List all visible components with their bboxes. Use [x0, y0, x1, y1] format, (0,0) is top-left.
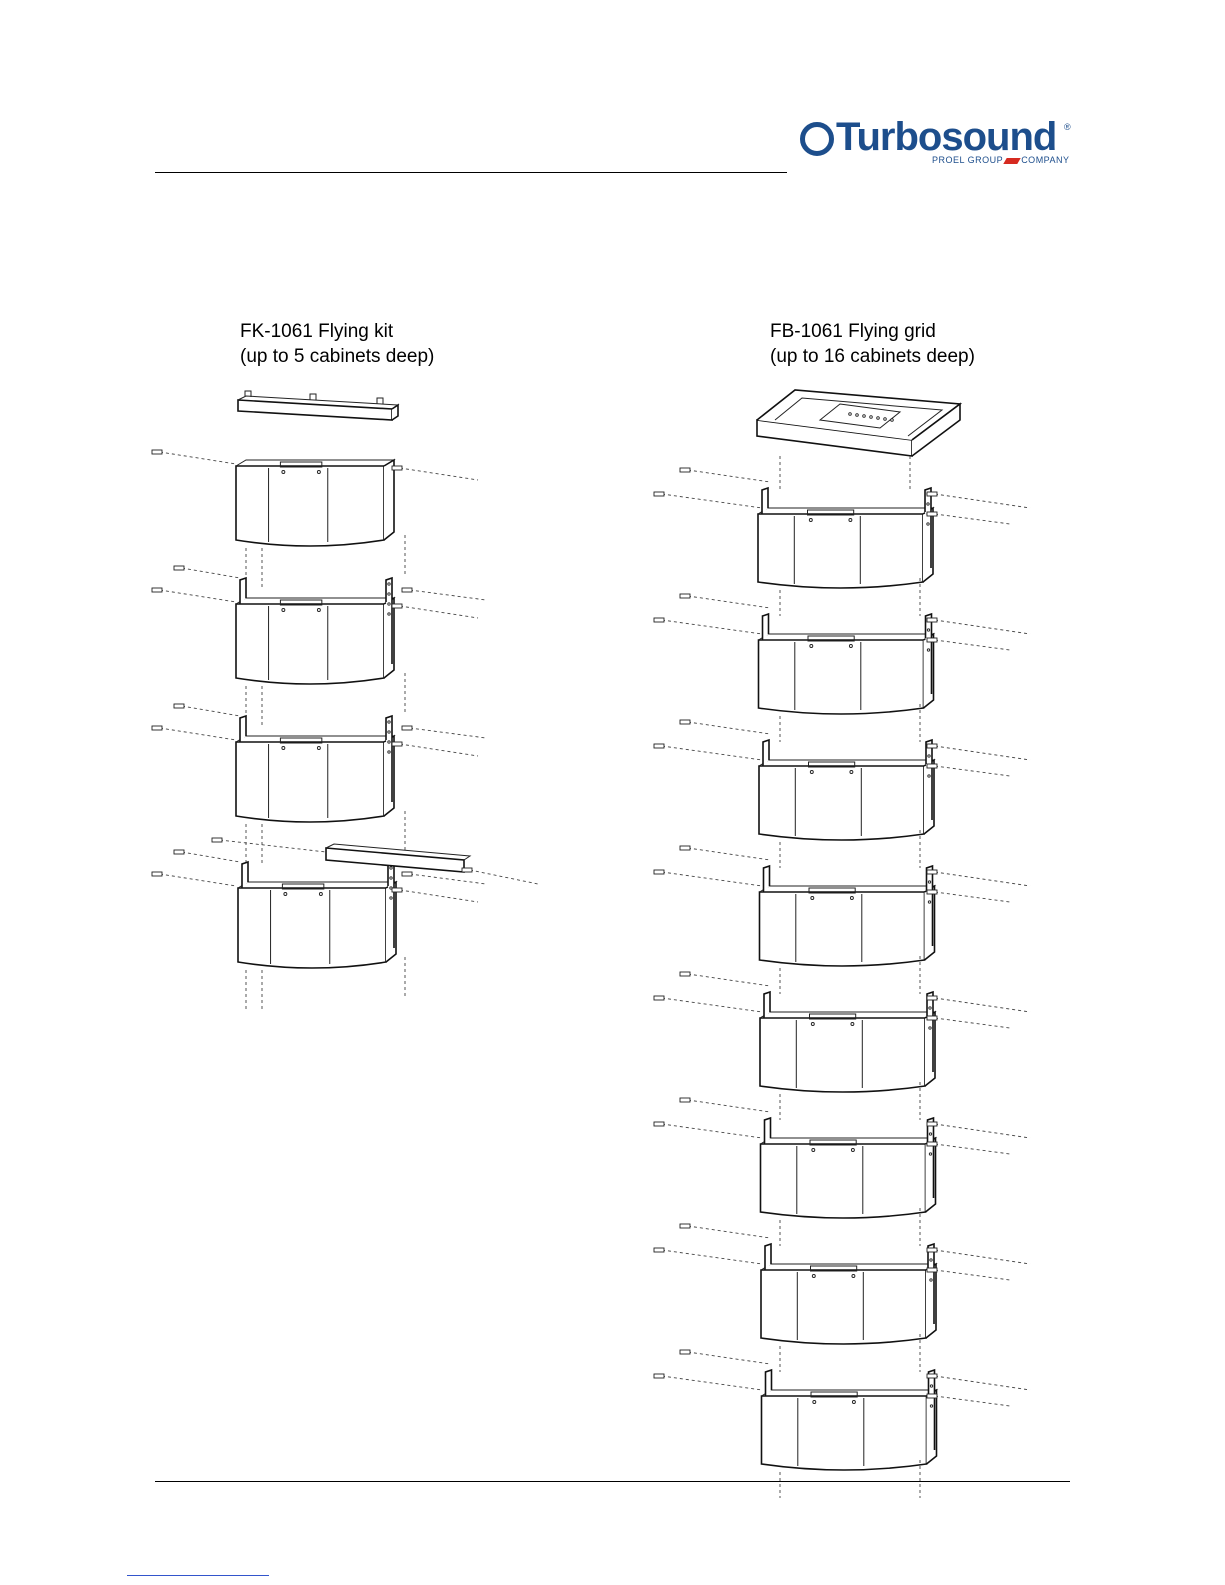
flying-kit-assembly [152, 391, 538, 1010]
quick-release-pin-icon [654, 1374, 664, 1378]
quick-release-pin-icon [174, 704, 184, 708]
quick-release-pin-icon [392, 466, 402, 470]
lifting-eye-icon [377, 398, 383, 404]
lifting-eye-icon [310, 394, 316, 400]
line-array-cabinet-icon [236, 578, 394, 684]
quick-release-pin-icon [927, 1122, 937, 1126]
quick-release-pin-icon [927, 638, 937, 642]
quick-release-pin-icon [927, 1374, 937, 1378]
line-array-cabinet-icon [761, 1244, 936, 1344]
line-array-cabinet-icon [238, 862, 396, 968]
quick-release-pin-icon [927, 1142, 937, 1146]
quick-release-pin-icon [927, 744, 937, 748]
quick-release-pin-icon [392, 742, 402, 746]
quick-release-pin-icon [680, 972, 690, 976]
quick-release-pin-icon [654, 618, 664, 622]
quick-release-pin-icon [152, 588, 162, 592]
line-array-cabinet-icon [760, 992, 935, 1092]
flying-grid-assembly [654, 390, 1030, 1498]
quick-release-pin-icon [927, 764, 937, 768]
quick-release-pin-icon [402, 872, 412, 876]
line-array-cabinet-icon [236, 716, 394, 822]
quick-release-pin-icon [680, 1098, 690, 1102]
quick-release-pin-icon [927, 1394, 937, 1398]
quick-release-pin-icon [654, 744, 664, 748]
quick-release-pin-icon [152, 726, 162, 730]
quick-release-pin-icon [927, 1268, 937, 1272]
quick-release-pin-icon [680, 468, 690, 472]
quick-release-pin-icon [462, 868, 472, 872]
quick-release-pin-icon [402, 726, 412, 730]
line-array-cabinet-icon [236, 460, 394, 546]
quick-release-pin-icon [927, 618, 937, 622]
quick-release-pin-icon [927, 890, 937, 894]
quick-release-pin-icon [174, 566, 184, 570]
quick-release-pin-icon [927, 1248, 937, 1252]
quick-release-pin-icon [392, 604, 402, 608]
pullback-bar [326, 848, 464, 872]
quick-release-pin-icon [654, 870, 664, 874]
line-array-cabinet-icon [759, 740, 934, 840]
quick-release-pin-icon [680, 720, 690, 724]
quick-release-pin-icon [927, 1016, 937, 1020]
quick-release-pin-icon [680, 594, 690, 598]
quick-release-pin-icon [152, 450, 162, 454]
quick-release-pin-icon [654, 996, 664, 1000]
quick-release-pin-icon [680, 1350, 690, 1354]
line-array-cabinet-icon [758, 488, 933, 588]
bottom-link-underline [127, 1575, 269, 1576]
quick-release-pin-icon [680, 846, 690, 850]
line-array-cabinet-icon [759, 614, 934, 714]
footer-rule [155, 1481, 1070, 1482]
quick-release-pin-icon [174, 850, 184, 854]
line-array-cabinet-icon [761, 1118, 936, 1218]
quick-release-pin-icon [402, 588, 412, 592]
line-array-cabinet-icon [762, 1370, 937, 1470]
quick-release-pin-icon [392, 888, 402, 892]
quick-release-pin-icon [654, 1248, 664, 1252]
quick-release-pin-icon [680, 1224, 690, 1228]
quick-release-pin-icon [152, 872, 162, 876]
quick-release-pin-icon [212, 838, 222, 842]
quick-release-pin-icon [927, 492, 937, 496]
quick-release-pin-icon [654, 1122, 664, 1126]
quick-release-pin-icon [654, 492, 664, 496]
quick-release-pin-icon [927, 512, 937, 516]
quick-release-pin-icon [927, 996, 937, 1000]
line-array-cabinet-icon [760, 866, 935, 966]
quick-release-pin-icon [927, 870, 937, 874]
